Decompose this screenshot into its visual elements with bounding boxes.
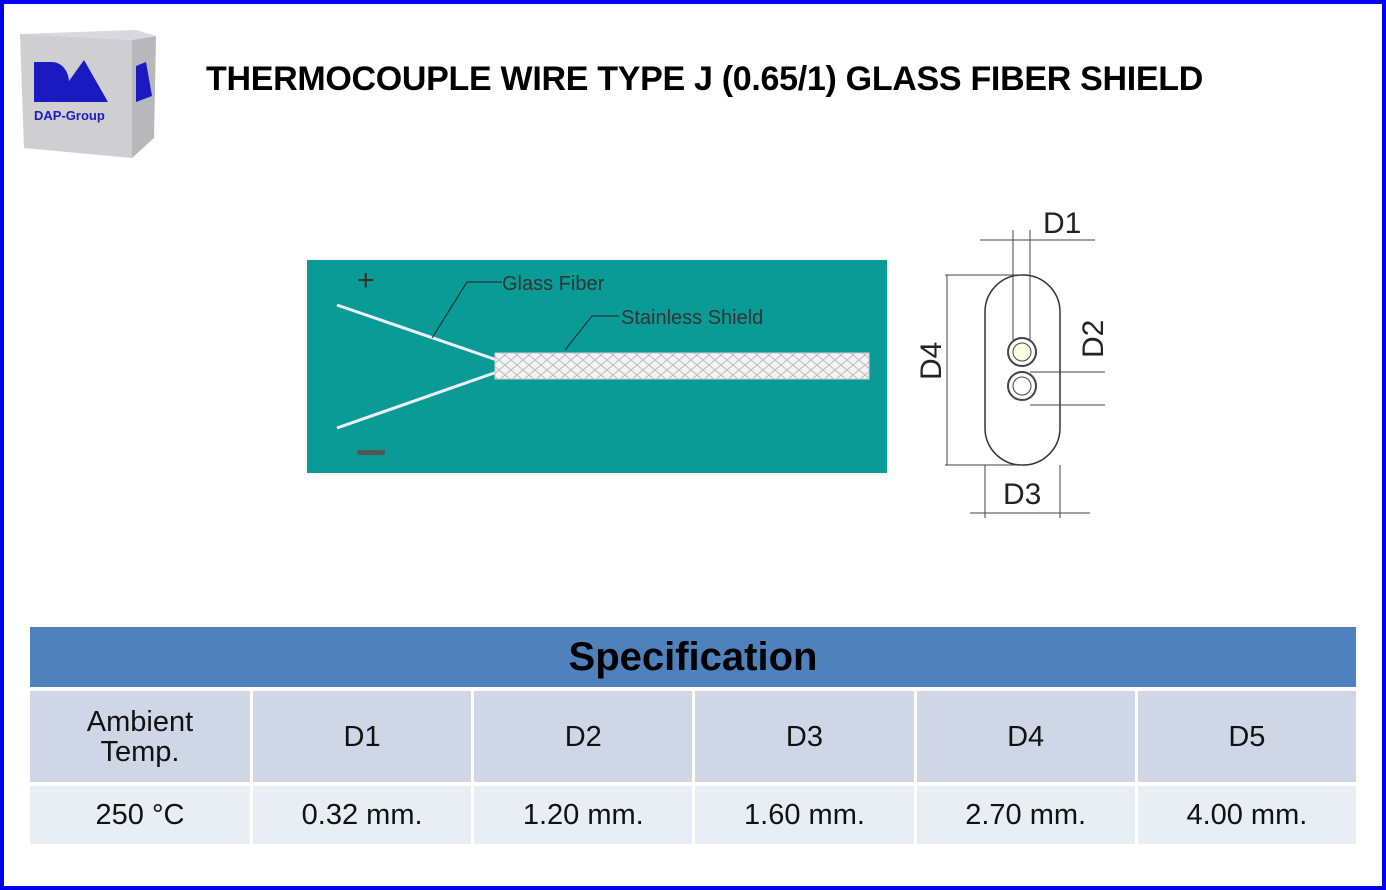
dim-d1: D1 xyxy=(1043,207,1081,240)
header-d1: D1 xyxy=(250,687,472,782)
specification-table: Specification Ambient Temp. D1 D2 D3 D4 … xyxy=(30,627,1356,844)
dim-d4: D4 xyxy=(915,342,948,380)
dim-d3: D3 xyxy=(1003,478,1041,511)
page-title: THERMOCOUPLE WIRE TYPE J (0.65/1) GLASS … xyxy=(206,60,1203,98)
value-d1: 0.32 mm. xyxy=(250,782,472,844)
plus-sign: + xyxy=(357,264,375,297)
logo-text: DAP-Group xyxy=(34,108,105,123)
header-ambient-temp: Ambient Temp. xyxy=(30,687,250,782)
value-ambient-temp: 250 °C xyxy=(30,782,250,844)
value-d5: 4.00 mm. xyxy=(1134,782,1356,844)
value-d4: 2.70 mm. xyxy=(913,782,1135,844)
stainless-shield xyxy=(494,352,870,380)
header-row: Ambient Temp. D1 D2 D3 D4 D5 xyxy=(30,687,1356,782)
value-d2: 1.20 mm. xyxy=(471,782,693,844)
wire-illustration: + Glass Fiber Stainless Shield xyxy=(307,260,887,473)
minus-sign xyxy=(357,450,385,455)
stainless-shield-label: Stainless Shield xyxy=(621,307,763,329)
header-d3: D3 xyxy=(692,687,914,782)
header-d5: D5 xyxy=(1134,687,1356,782)
value-d3: 1.60 mm. xyxy=(692,782,914,844)
value-row: 250 °C 0.32 mm. 1.20 mm. 1.60 mm. 2.70 m… xyxy=(30,782,1356,844)
specification-title: Specification xyxy=(30,627,1356,687)
header-d4: D4 xyxy=(913,687,1135,782)
cross-section-drawing: D1 D2 D3 D4 xyxy=(915,207,1105,518)
dim-d2: D2 xyxy=(1077,320,1105,358)
dap-group-logo: DAP-Group xyxy=(20,30,156,158)
header-d2: D2 xyxy=(471,687,693,782)
glass-fiber-label: Glass Fiber xyxy=(502,273,605,295)
